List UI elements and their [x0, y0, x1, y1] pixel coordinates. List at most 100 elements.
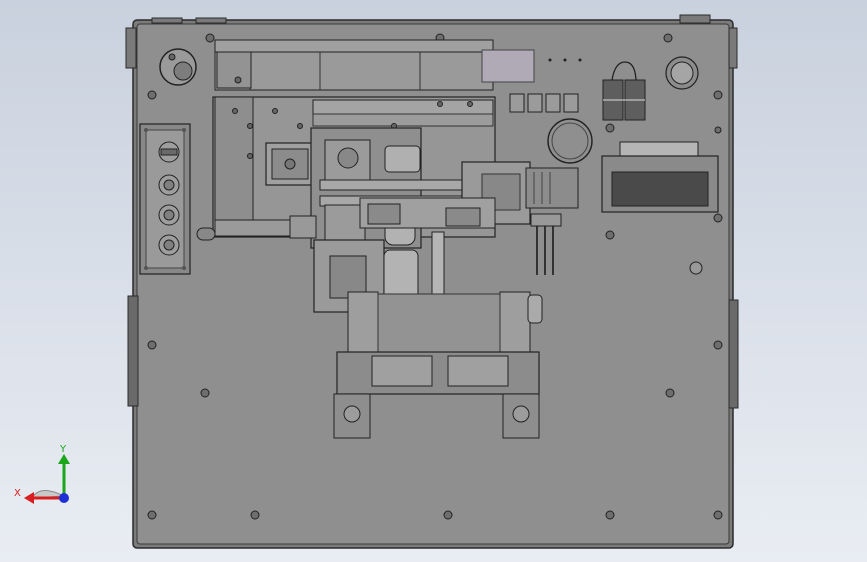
hmi-display[interactable] — [601, 141, 719, 213]
belt-cover — [481, 49, 535, 83]
left-stop-pin — [196, 227, 216, 241]
indicator-lamp — [689, 261, 703, 275]
hole — [713, 90, 723, 100]
push-button-icon[interactable] — [158, 234, 180, 256]
relay-wire — [611, 61, 637, 81]
guide-shaft — [319, 179, 471, 191]
indicator-dot — [563, 58, 567, 62]
panel-screw — [182, 266, 186, 270]
mounting-holes — [147, 33, 723, 520]
indicator-dot — [548, 58, 552, 62]
fixture-jig — [333, 291, 543, 439]
hole — [250, 510, 260, 520]
bracket-screw — [232, 108, 238, 114]
rail-end-block — [216, 51, 252, 89]
right-side-tab — [728, 299, 739, 409]
indicator-dot — [578, 58, 582, 62]
axis-x-arrow — [24, 492, 34, 504]
hole — [663, 33, 673, 43]
top-right-tab — [728, 27, 738, 69]
panel-screw — [144, 266, 148, 270]
bracket-screw — [272, 108, 278, 114]
top-linear-rail — [214, 39, 582, 91]
end-block-screw — [234, 76, 242, 84]
panel-screw — [182, 128, 186, 132]
hole — [605, 230, 615, 240]
top-tab-right — [679, 14, 711, 24]
left-bracket — [214, 96, 254, 233]
display-bracket — [619, 141, 699, 157]
cam-block — [324, 204, 366, 244]
foot-knob — [512, 405, 530, 423]
top-tab-mid — [195, 17, 227, 24]
coordinate-triad-icon: Y X — [14, 444, 70, 504]
axis-y-label: Y — [59, 444, 67, 455]
hole — [713, 510, 723, 520]
sensor — [527, 93, 543, 113]
axis-x-label: X — [14, 488, 21, 499]
cylinder — [384, 145, 421, 173]
bracket-screw — [467, 101, 473, 107]
selector-switch[interactable] — [158, 141, 180, 163]
probe-head — [530, 213, 562, 227]
hole — [200, 388, 210, 398]
button-cap — [163, 179, 175, 191]
push-button-icon[interactable] — [158, 174, 180, 196]
jig-base — [336, 351, 540, 395]
knob-screw — [168, 53, 176, 61]
hole — [713, 340, 723, 350]
motor-housing — [525, 167, 579, 209]
bracket-screw — [297, 123, 303, 129]
sensor — [545, 93, 561, 113]
top-tab-left — [151, 17, 183, 24]
bracket-screw — [437, 101, 443, 107]
panel-screw — [144, 128, 148, 132]
bracket-screw — [247, 123, 253, 129]
jig-clamp-right — [447, 355, 509, 387]
hole — [714, 126, 722, 134]
hole — [713, 213, 723, 223]
knob-inner — [173, 61, 193, 81]
button-panel — [139, 123, 191, 275]
rail-body — [214, 51, 494, 91]
display-screen — [611, 171, 709, 207]
lower-gear — [329, 255, 367, 299]
side-clip — [527, 294, 543, 324]
hole — [665, 388, 675, 398]
jig-guide-right — [499, 291, 531, 355]
hole — [147, 510, 157, 520]
relay-block — [602, 61, 646, 121]
sensor-row — [509, 93, 593, 275]
jig-back — [377, 293, 501, 353]
coil-ring-inner — [551, 122, 589, 160]
pulley — [337, 147, 359, 169]
hole — [605, 123, 615, 133]
top-left-tab — [125, 27, 137, 69]
push-button-icon[interactable] — [158, 204, 180, 226]
gantry-rail-lower — [312, 113, 494, 127]
emergency-stop-icon[interactable] — [665, 56, 699, 90]
gantry-rail — [312, 99, 494, 115]
bracket-screw — [247, 153, 253, 159]
selector-handle — [160, 148, 178, 156]
estop-cap — [670, 61, 694, 85]
jig-clamp-left — [371, 355, 433, 387]
hole — [443, 510, 453, 520]
jig-guide-left — [347, 291, 379, 355]
gripper-jaw — [367, 203, 401, 225]
left-side-tab — [127, 295, 139, 407]
sensor — [563, 93, 579, 113]
coil-ring — [547, 118, 593, 164]
gripper-jaw — [445, 207, 481, 227]
hole — [147, 340, 157, 350]
x-axis-arm — [359, 161, 579, 229]
adjust-knob[interactable] — [159, 48, 197, 86]
rail-top-plate — [214, 39, 494, 53]
motor-shaft — [284, 158, 296, 170]
hole — [147, 90, 157, 100]
button-cap — [163, 209, 175, 221]
button-cap — [163, 239, 175, 251]
axis-z-dot — [59, 493, 69, 503]
